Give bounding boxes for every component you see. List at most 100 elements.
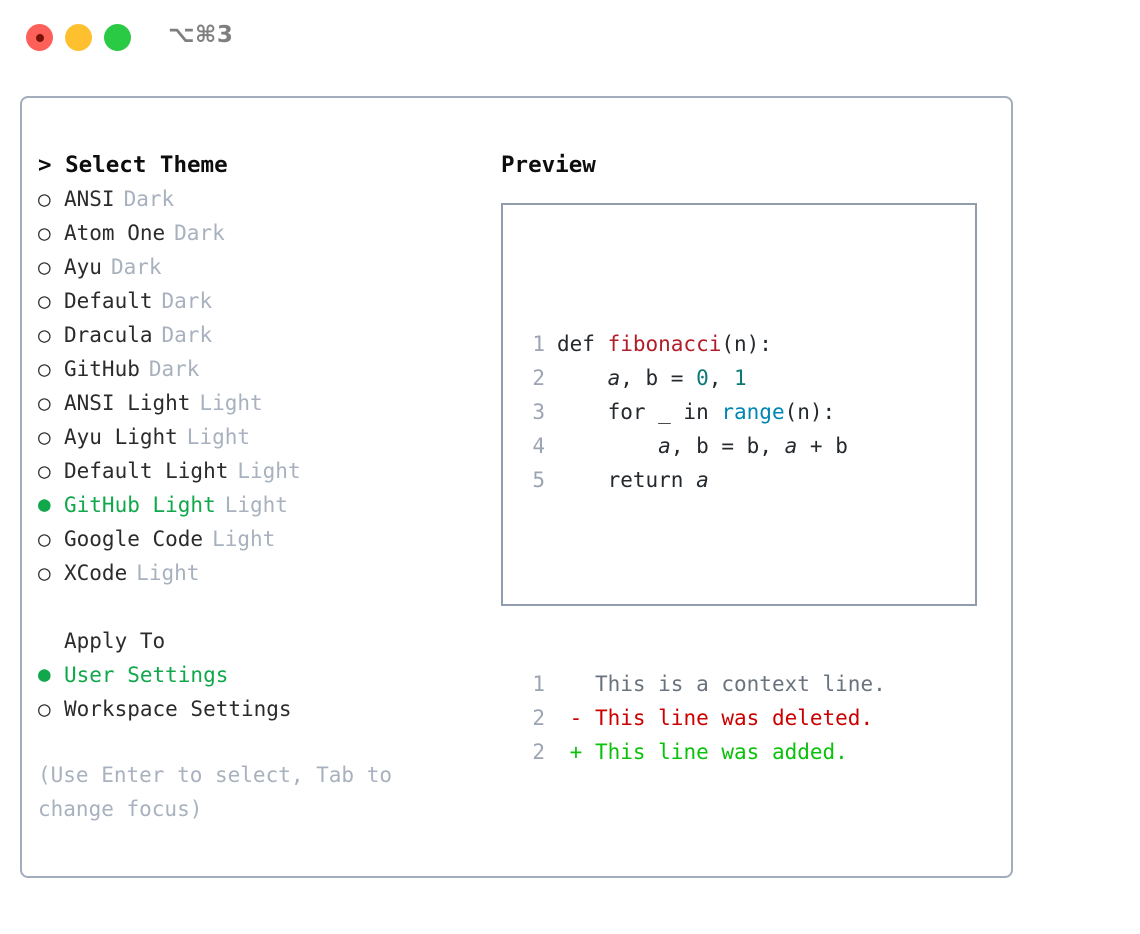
close-window-button[interactable] [26, 24, 53, 51]
diff-block: 1 This is a context line.2 - This line w… [519, 667, 886, 769]
code-line-number: 4 [532, 434, 545, 458]
code-token: , b = b, [670, 434, 785, 458]
code-token: range [721, 400, 785, 424]
theme-variant-badge: Dark [123, 187, 175, 211]
radio-unselected-icon: ○ [38, 697, 51, 721]
code-line-1: 1 def fibonacci(n): [519, 327, 886, 361]
theme-list-item-9[interactable]: ● GitHub Light Light [38, 488, 488, 522]
radio-unselected-icon: ○ [38, 187, 51, 211]
code-blank-line [519, 565, 886, 599]
radio-unselected-icon: ○ [38, 221, 51, 245]
apply-to-item-label: Workspace Settings [64, 697, 292, 721]
radio-unselected-icon: ○ [38, 323, 51, 347]
keyboard-shortcut-label: ⌥⌘3 [168, 22, 234, 48]
theme-list-item-label: XCode [64, 561, 128, 585]
theme-variant-badge: Dark [161, 289, 213, 313]
diff-marker [557, 667, 595, 701]
diff-line-number: 2 [532, 740, 545, 764]
code-token: def [557, 332, 608, 356]
code-token [557, 361, 608, 395]
theme-list-item-3[interactable]: ○ Default Dark [38, 284, 488, 318]
theme-variant-badge: Dark [110, 255, 162, 279]
code-line-3: 3 for _ in range(n): [519, 395, 886, 429]
code-token: a [607, 366, 621, 390]
theme-list-item-label: Atom One [64, 221, 166, 245]
theme-list-item-label: Ayu Light [64, 425, 178, 449]
theme-list-item-5[interactable]: ○ GitHub Dark [38, 352, 488, 386]
minimize-window-button[interactable] [65, 24, 92, 51]
code-token: for _ in [557, 400, 722, 424]
radio-selected-icon: ● [38, 662, 51, 686]
theme-variant-badge: Light [237, 459, 301, 483]
code-token: a [696, 468, 709, 492]
select-theme-heading: > Select Theme [38, 148, 488, 182]
code-token: (n): [721, 332, 772, 356]
radio-selected-icon: ● [38, 492, 51, 516]
apply-to-heading-label: Apply To [64, 629, 166, 653]
theme-list-item-label: GitHub Light [64, 493, 216, 517]
apply-to-item-label: User Settings [64, 663, 229, 687]
code-token: 0 [696, 366, 709, 390]
theme-list-item-label: Ayu [64, 255, 102, 279]
diff-line-number: 2 [532, 706, 545, 730]
keyboard-hint-text: (Use Enter to select, Tab to change focu… [38, 763, 393, 821]
list-spacer [38, 590, 488, 624]
code-token: a [658, 434, 671, 458]
code-token [557, 429, 658, 463]
diff-line: 2 + This line was added. [519, 735, 886, 769]
theme-list-item-label: Google Code [64, 527, 204, 551]
theme-variant-badge: Dark [174, 221, 225, 245]
apply-to-heading-marker: ○ [38, 624, 64, 658]
radio-unselected-icon: ○ [38, 255, 51, 279]
radio-unselected-icon: ○ [38, 289, 51, 313]
preview-heading: Preview [501, 152, 596, 178]
theme-variant-badge: Light [186, 425, 251, 449]
theme-variant-badge: Light [212, 527, 276, 551]
code-token: 1 [734, 366, 747, 390]
theme-list-item-2[interactable]: ○ Ayu Dark [38, 250, 488, 284]
code-line-5: 5 return a [519, 463, 886, 497]
code-token: , b = [620, 366, 697, 390]
diff-line-text: This line was deleted. [594, 706, 874, 730]
theme-list-item-label: Default [64, 289, 153, 313]
code-line-number: 1 [532, 332, 545, 356]
radio-unselected-icon: ○ [38, 425, 51, 449]
code-token: (n): [784, 400, 836, 424]
apply-to-item-1[interactable]: ○ Workspace Settings [38, 692, 488, 726]
theme-variant-badge: Dark [161, 323, 213, 347]
code-token: return [557, 468, 697, 492]
theme-variant-badge: Light [224, 493, 288, 517]
theme-list-item-1[interactable]: ○ Atom One Dark [38, 216, 488, 250]
diff-line-text: This line was added. [594, 740, 848, 764]
code-token: fibonacci [607, 332, 722, 356]
diff-line: 1 This is a context line. [519, 667, 885, 701]
select-theme-heading-text: Select Theme [65, 152, 228, 178]
theme-list-item-label: ANSI [64, 187, 115, 211]
diff-line: 2 - This line was deleted. [519, 701, 886, 735]
code-line-number: 3 [532, 400, 545, 424]
code-line-4: 4 a, b = b, a + b [519, 429, 886, 463]
code-token: , [708, 366, 735, 390]
theme-variant-badge: Dark [148, 357, 200, 381]
maximize-window-button[interactable] [104, 24, 131, 51]
theme-list-item-0[interactable]: ○ ANSI Dark [38, 182, 488, 216]
window-controls [26, 24, 131, 51]
radio-unselected-icon: ○ [38, 527, 51, 551]
code-line-number: 2 [532, 366, 545, 390]
radio-unselected-icon: ○ [38, 357, 51, 381]
theme-list-item-7[interactable]: ○ Ayu Light Light [38, 420, 488, 454]
theme-list-item-10[interactable]: ○ Google Code Light [38, 522, 488, 556]
apply-to-list: ● User Settings ○ Workspace Settings [38, 658, 488, 726]
theme-list-item-label: GitHub [64, 357, 140, 381]
apply-to-item-0[interactable]: ● User Settings [38, 658, 488, 692]
code-line-2: 2 a, b = 0, 1 [519, 361, 886, 395]
